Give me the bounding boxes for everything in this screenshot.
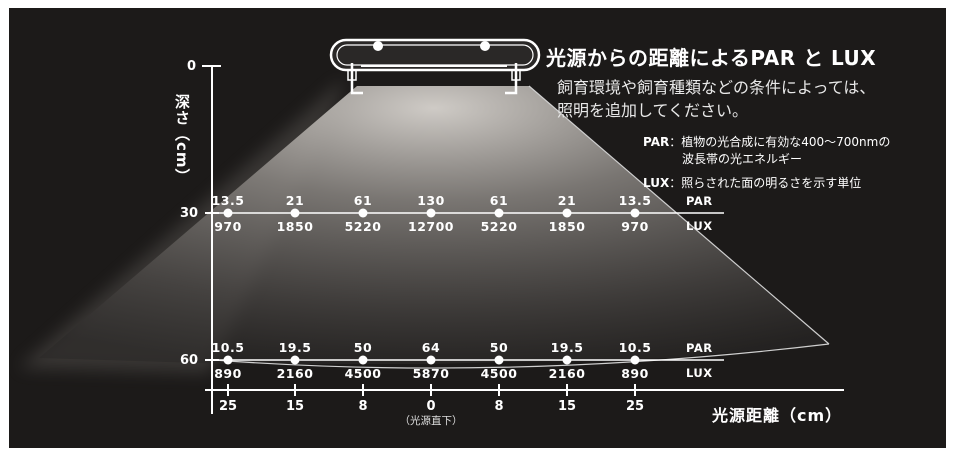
measure-point xyxy=(358,355,368,365)
par-value: 61 xyxy=(489,193,509,208)
par-row-label: PAR xyxy=(686,194,713,208)
par-value: 21 xyxy=(285,193,305,208)
measure-point xyxy=(562,355,572,365)
lux-value: 890 xyxy=(214,366,242,381)
depth-axis-title: 深さ（cm） xyxy=(173,94,191,185)
distance-tick-label: 15 xyxy=(557,399,577,414)
distance-tick-label: 15 xyxy=(285,399,305,414)
par-value: 61 xyxy=(353,193,373,208)
measure-point xyxy=(426,355,436,365)
depth-label-60: 60 xyxy=(180,353,199,368)
measure-point xyxy=(630,355,640,365)
lux-term: LUX xyxy=(643,176,670,190)
lux-value: 4500 xyxy=(480,366,518,381)
light-beam xyxy=(39,86,829,364)
lux-value: 12700 xyxy=(408,219,454,234)
distance-tick-label: 25 xyxy=(218,399,238,414)
lux-sep: ： xyxy=(669,176,682,190)
lux-row-label: LUX xyxy=(686,366,713,380)
measure-point xyxy=(426,208,436,218)
par-value: 50 xyxy=(489,340,509,355)
lux-value: 2160 xyxy=(276,366,314,381)
measure-point xyxy=(290,208,300,218)
par-value: 19.5 xyxy=(550,340,584,355)
light-fixture xyxy=(329,38,541,95)
beam-edge-right xyxy=(528,85,830,345)
measure-point xyxy=(290,355,300,365)
par-value: 10.5 xyxy=(618,340,652,355)
par-value: 50 xyxy=(353,340,373,355)
measure-point xyxy=(494,208,504,218)
par-row-label: PAR xyxy=(686,341,713,355)
depth-label-0: 0 xyxy=(187,59,197,74)
diagram-title: 光源からの距離によるPAR と LUX xyxy=(546,46,877,70)
par-def-line-2: 波長帯の光エネルギー xyxy=(682,152,803,166)
lux-value: 5220 xyxy=(344,219,382,234)
subtitle-line-1: 飼育環境や飼育種類などの条件によっては、 xyxy=(557,78,876,97)
par-term: PAR xyxy=(643,135,670,149)
lux-value: 1850 xyxy=(276,219,314,234)
lux-value: 2160 xyxy=(548,366,586,381)
lux-value: 4500 xyxy=(344,366,382,381)
distance-tick-label: 0 xyxy=(426,399,436,414)
lux-value: 890 xyxy=(621,366,649,381)
measure-point xyxy=(223,355,233,365)
par-value: 10.5 xyxy=(211,340,245,355)
center-note: （光源直下） xyxy=(399,415,463,427)
lux-definition: LUX：照らされた面の明るさを示す単位 xyxy=(643,177,861,189)
distance-tick-label: 8 xyxy=(494,399,504,414)
distance-ticks xyxy=(227,384,636,396)
subtitle-line-2: 照明を追加してください。 xyxy=(557,101,749,120)
lux-row-label: LUX xyxy=(686,219,713,233)
lux-value: 5870 xyxy=(412,366,450,381)
lux-def-line-1: 照らされた面の明るさを示す単位 xyxy=(681,176,862,190)
lux-value: 1850 xyxy=(548,219,586,234)
measure-point xyxy=(223,208,233,218)
par-sep: ： xyxy=(669,135,682,149)
par-value: 19.5 xyxy=(278,340,312,355)
distance-tick-label: 8 xyxy=(358,399,368,414)
par-value: 13.5 xyxy=(211,193,245,208)
par-value: 13.5 xyxy=(618,193,652,208)
lux-value: 970 xyxy=(621,219,649,234)
depth-label-30: 30 xyxy=(180,206,199,221)
diagram-panel: 光源からの距離によるPAR と LUX 飼育環境や飼育種類などの条件によっては、… xyxy=(9,8,946,448)
light-beam-diagram xyxy=(19,38,844,414)
measure-points xyxy=(223,208,640,365)
par-value: 64 xyxy=(421,340,441,355)
lux-value: 970 xyxy=(214,219,242,234)
lux-value: 5220 xyxy=(480,219,518,234)
par-value: 130 xyxy=(417,193,445,208)
measure-point xyxy=(358,208,368,218)
distance-tick-label: 25 xyxy=(625,399,645,414)
par-def-line-1: 植物の光合成に有効な400〜700nmの xyxy=(681,135,891,149)
distance-axis-title: 光源距離（cm） xyxy=(712,406,843,425)
measure-point xyxy=(630,208,640,218)
par-value: 21 xyxy=(557,193,577,208)
beam-floor-curve xyxy=(213,343,830,369)
measure-point xyxy=(562,208,572,218)
par-definition: PAR：植物の光合成に有効な400〜700nmの xyxy=(643,136,890,148)
beam-glow xyxy=(19,78,344,373)
measure-point xyxy=(494,355,504,365)
